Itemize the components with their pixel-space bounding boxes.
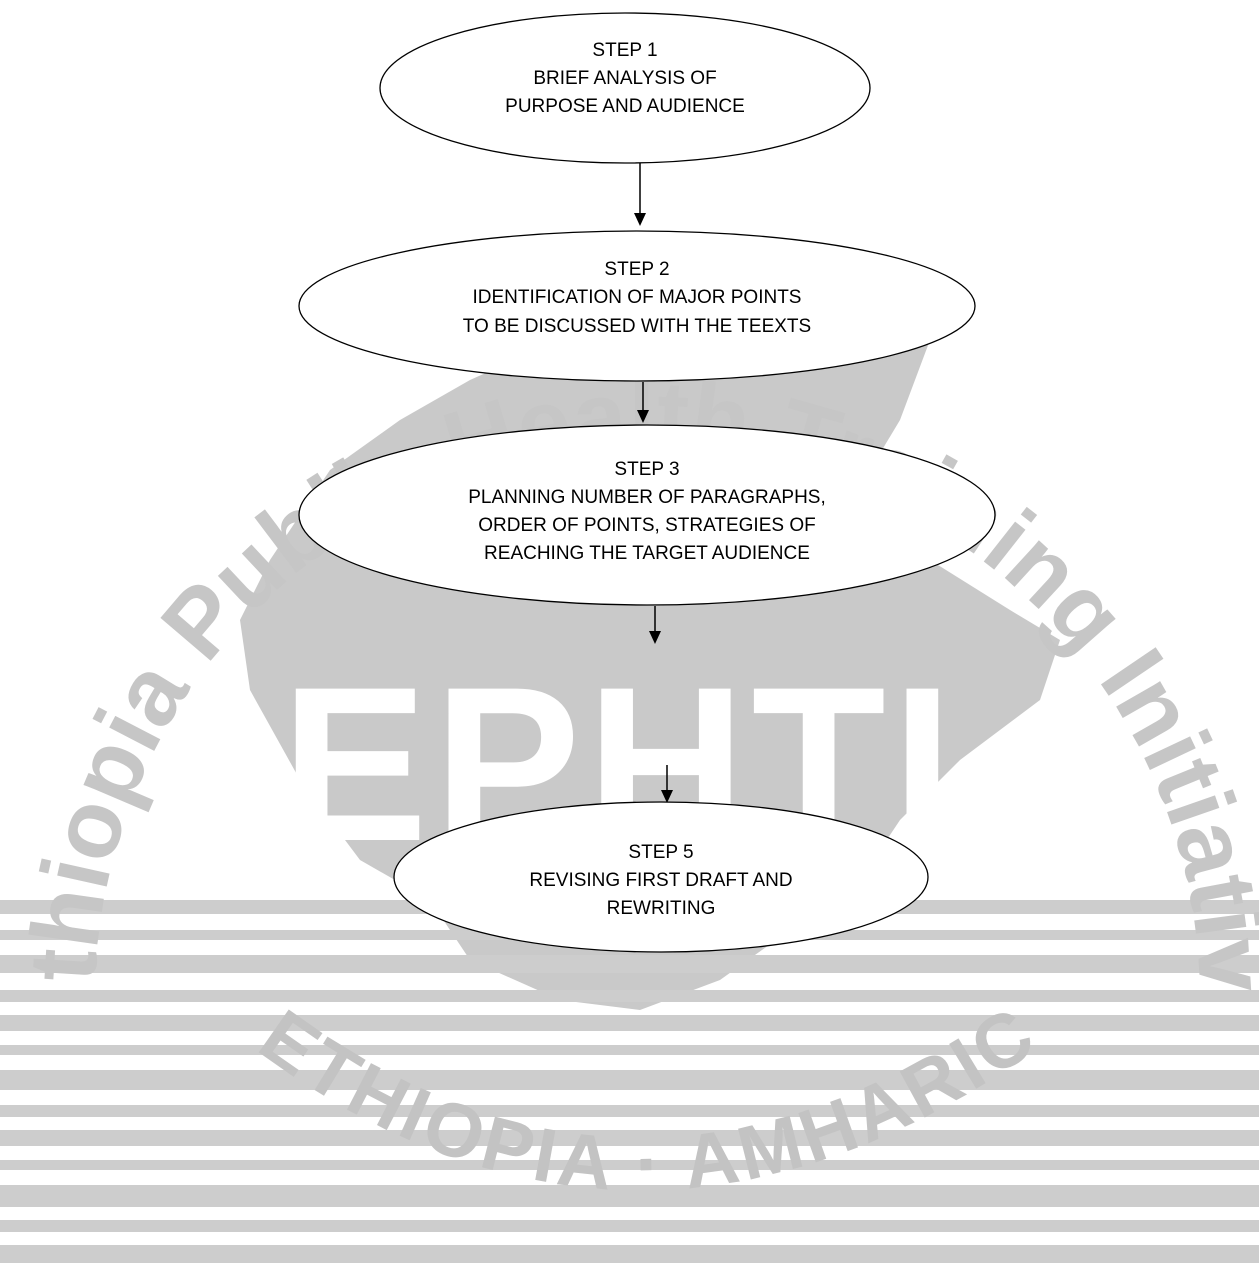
step-3-line-1: PLANNING NUMBER OF PARAGRAPHS,: [468, 487, 826, 508]
arrow-step3-to-next: [649, 606, 661, 644]
step-3-line-2: ORDER OF POINTS, STRATEGIES OF: [478, 515, 815, 536]
step-3-node: STEP 3 PLANNING NUMBER OF PARAGRAPHS, OR…: [298, 424, 996, 606]
arrow-step2-to-step3: [637, 382, 649, 423]
step-3-title: STEP 3: [614, 459, 679, 480]
step-5-line-1: REVISING FIRST DRAFT AND: [529, 870, 792, 891]
step-1-node: STEP 1 BRIEF ANALYSIS OF PURPOSE AND AUD…: [379, 12, 871, 164]
arrow-to-step5: [661, 765, 673, 803]
step-2-title: STEP 2: [604, 259, 669, 280]
step-3-ellipse: [298, 424, 996, 606]
step-2-line-1: IDENTIFICATION OF MAJOR POINTS: [473, 287, 802, 308]
step-1-line-2: PURPOSE AND AUDIENCE: [505, 96, 745, 117]
step-1-line-1: BRIEF ANALYSIS OF: [533, 68, 716, 89]
step-3-line-3: REACHING THE TARGET AUDIENCE: [484, 543, 810, 564]
step-2-line-2: TO BE DISCUSSED WITH THE TEEXTS: [463, 316, 811, 337]
step-5-ellipse: [393, 801, 929, 953]
step-1-title: STEP 1: [592, 40, 657, 61]
step-2-node: STEP 2 IDENTIFICATION OF MAJOR POINTS TO…: [298, 230, 976, 382]
watermark-band: [0, 900, 1259, 1263]
step-5-node: STEP 5 REVISING FIRST DRAFT AND REWRITIN…: [393, 801, 929, 953]
step-2-ellipse: [298, 230, 976, 382]
step-5-line-2: REWRITING: [607, 898, 716, 919]
arrow-step1-to-step2: [634, 162, 646, 226]
step-5-title: STEP 5: [628, 842, 693, 863]
step-1-ellipse: [379, 12, 871, 164]
